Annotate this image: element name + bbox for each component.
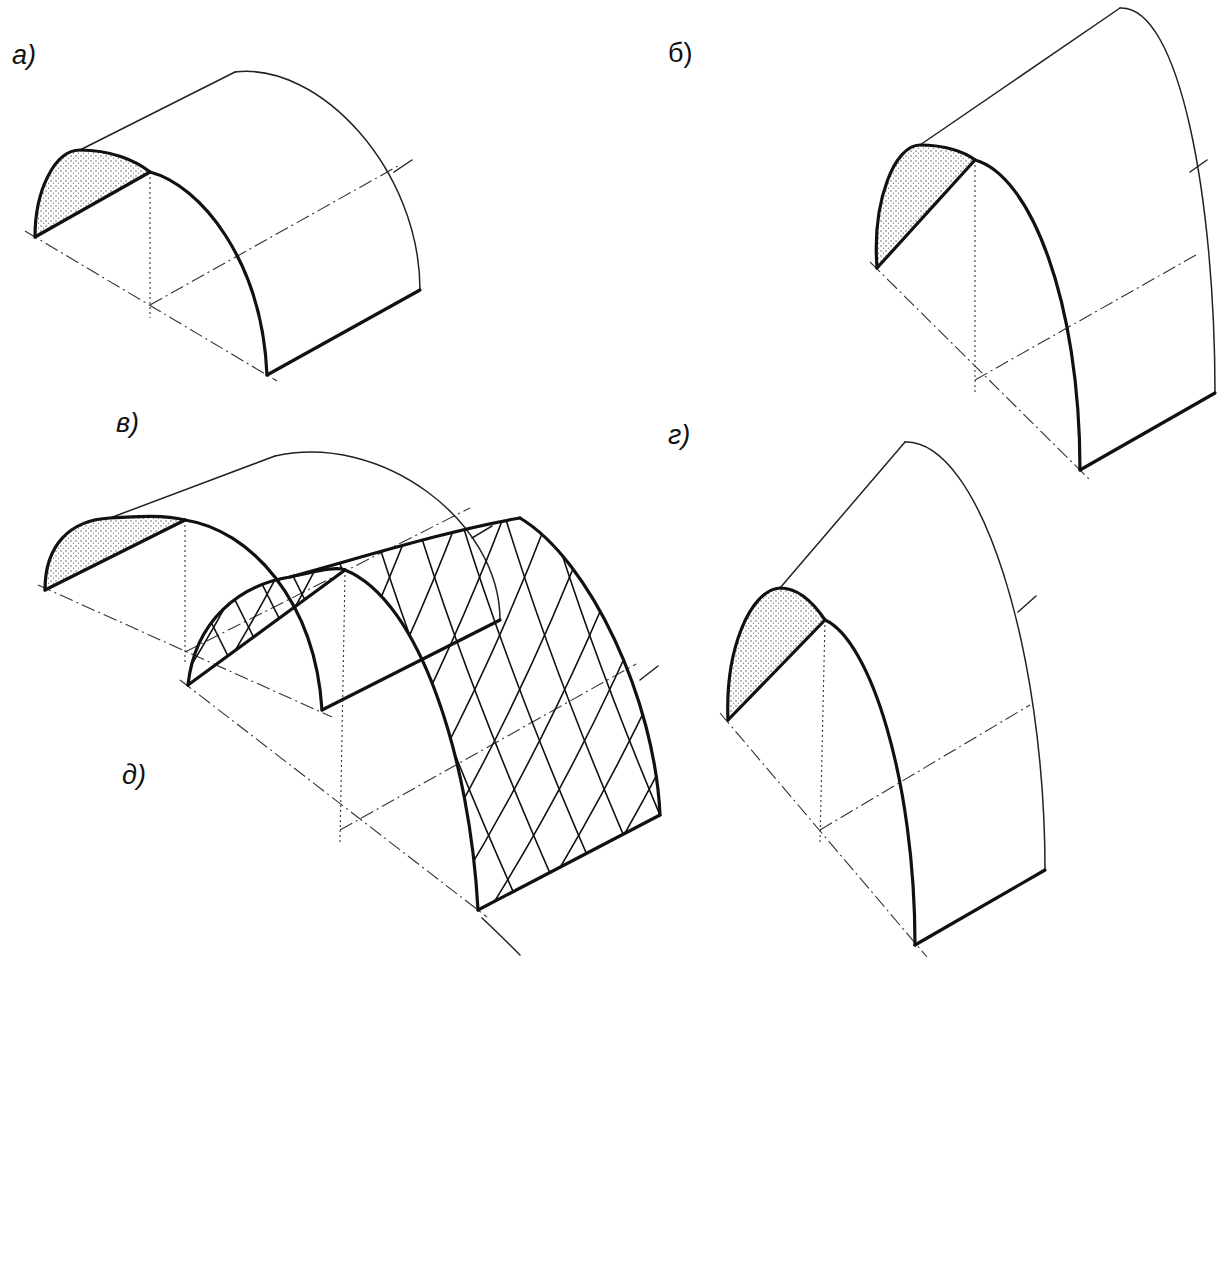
- vault-b: [870, 8, 1215, 480]
- diaphragm-edge: [877, 160, 975, 268]
- figure-label: д): [122, 762, 146, 789]
- vault-axis: [150, 166, 398, 305]
- rise-line: [340, 575, 345, 842]
- inner-shading: [45, 516, 185, 590]
- back-arch: [905, 442, 1045, 870]
- figure-label: б): [668, 40, 692, 67]
- lattice-net-end: [170, 560, 355, 700]
- base-axis: [25, 231, 277, 381]
- base-edge: [1080, 393, 1215, 470]
- front-arch: [345, 570, 478, 910]
- top-edge: [110, 456, 275, 518]
- end-arch: [45, 516, 185, 590]
- vault-axis: [340, 664, 636, 830]
- figure-label: г): [668, 422, 690, 449]
- top-edge: [290, 518, 520, 577]
- base-edge: [478, 815, 660, 910]
- lattice-net: [200, 500, 780, 940]
- top-edge: [920, 8, 1120, 145]
- base-axis: [180, 680, 487, 917]
- axis-tick: [394, 160, 412, 172]
- back-arch: [520, 518, 660, 815]
- rise-line: [974, 160, 975, 392]
- front-arch: [150, 172, 267, 375]
- vault-a: [25, 71, 420, 381]
- axis-tick: [1018, 596, 1036, 612]
- inner-shading: [35, 150, 150, 237]
- back-arch: [235, 71, 420, 290]
- rise-line: [184, 520, 185, 664]
- front-arch: [975, 160, 1080, 470]
- diaphragm-edge: [45, 520, 185, 590]
- end-arch: [35, 150, 150, 237]
- base-edge: [915, 870, 1045, 945]
- back-arch: [1120, 8, 1215, 393]
- end-arch: [188, 569, 345, 685]
- diaphragm-edge: [728, 620, 825, 720]
- front-arch: [825, 620, 915, 945]
- top-edge: [780, 442, 905, 588]
- vault-d: [720, 442, 1045, 957]
- rise-line: [820, 620, 825, 842]
- front-arch: [185, 520, 322, 710]
- vault-e: [170, 500, 780, 955]
- base-axis: [870, 262, 1090, 480]
- base-axis: [720, 713, 927, 957]
- pen-stroke: [482, 918, 520, 955]
- inner-shading: [728, 588, 825, 720]
- diaphragm-edge: [35, 172, 150, 237]
- vault-axis: [185, 508, 470, 652]
- end-arch: [876, 145, 975, 268]
- vault-axis: [975, 255, 1196, 380]
- end-arch: [728, 588, 825, 720]
- axis-tick: [640, 666, 658, 680]
- base-edge: [267, 290, 420, 375]
- top-edge: [80, 72, 235, 150]
- figure-label: а): [12, 42, 36, 69]
- figure-label: в): [116, 410, 139, 437]
- vault-axis: [820, 705, 1030, 830]
- diaphragm-edge: [188, 570, 345, 685]
- rise-line: [149, 172, 150, 318]
- inner-shading: [876, 145, 975, 268]
